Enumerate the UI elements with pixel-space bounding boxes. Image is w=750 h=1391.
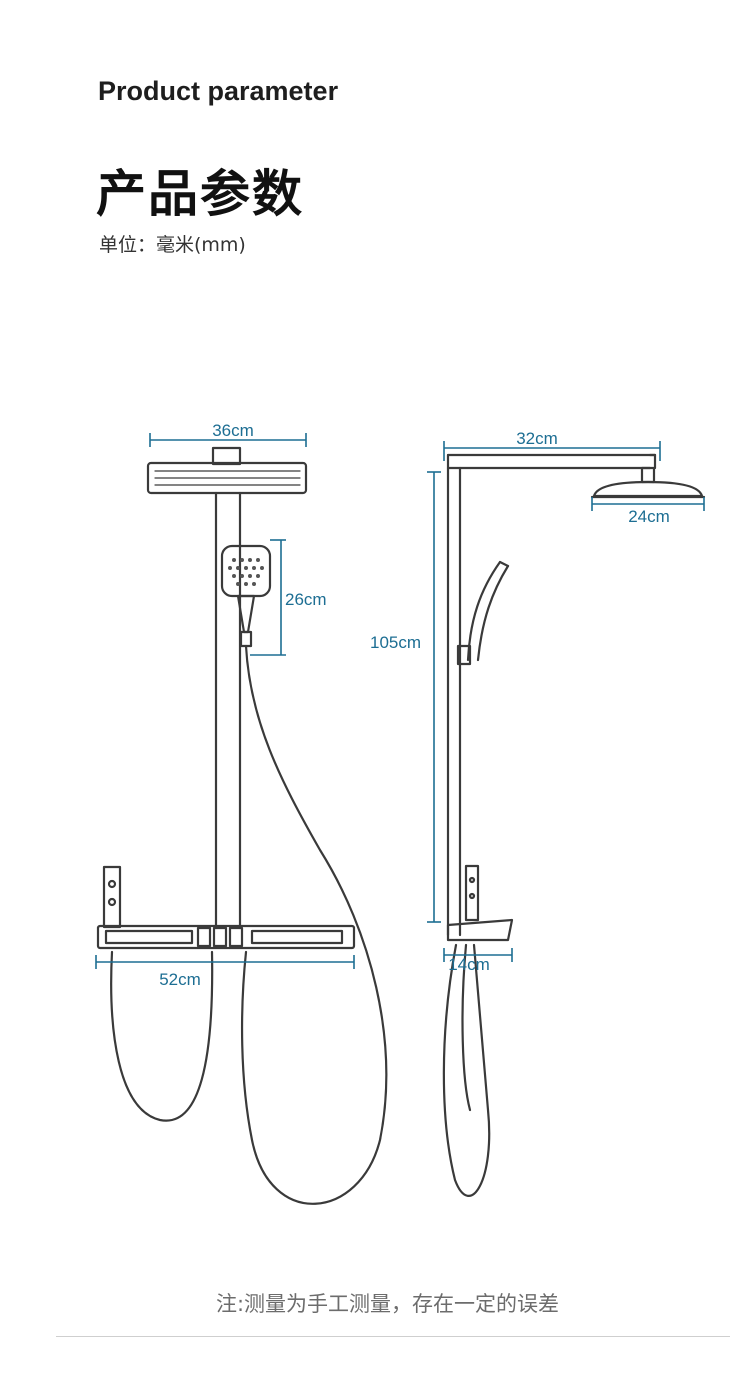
bottom-divider bbox=[56, 1336, 730, 1337]
dim-line-side-head bbox=[591, 497, 705, 511]
label-side-arm-length: 32cm bbox=[516, 429, 558, 448]
side-handheld-shower bbox=[456, 560, 510, 666]
label-front-shelf-width: 52cm bbox=[159, 970, 201, 989]
dim-line-front-head bbox=[149, 433, 307, 447]
label-front-handheld-height: 26cm bbox=[285, 590, 327, 609]
front-wall-bracket bbox=[102, 865, 122, 929]
label-side-head-width: 24cm bbox=[628, 507, 670, 526]
side-hose bbox=[442, 943, 491, 1197]
front-shower-head bbox=[146, 446, 308, 495]
page-title-en: Product parameter bbox=[98, 76, 339, 106]
front-hose-secondary bbox=[110, 950, 214, 1122]
dim-line-side-height bbox=[427, 471, 441, 923]
front-hose-main bbox=[240, 644, 388, 1205]
front-view bbox=[96, 446, 388, 1205]
side-shelf bbox=[446, 864, 514, 942]
dim-line-side-arm bbox=[443, 441, 661, 461]
dim-line-front-handheld bbox=[250, 539, 286, 656]
dim-line-front-shelf bbox=[95, 955, 355, 969]
label-side-shelf-depth: 14cm bbox=[448, 955, 490, 974]
dim-line-side-shelf bbox=[443, 948, 513, 962]
label-front-head-width: 36cm bbox=[212, 421, 254, 440]
side-riser-pipe bbox=[446, 453, 657, 937]
unit-label: 单位：毫米(mm) bbox=[99, 234, 246, 256]
side-view bbox=[442, 453, 706, 1197]
measurement-note: 注:测量为手工测量，存在一定的误差 bbox=[215, 1292, 560, 1316]
side-shower-head bbox=[590, 466, 706, 499]
label-side-total-height: 105cm bbox=[370, 633, 421, 652]
page-title-cn: 产品参数 bbox=[96, 165, 304, 223]
side-hose-secondary bbox=[461, 943, 472, 1112]
front-shelf bbox=[96, 924, 356, 950]
front-riser-pipe bbox=[214, 491, 242, 930]
front-handheld-shower bbox=[220, 544, 272, 648]
